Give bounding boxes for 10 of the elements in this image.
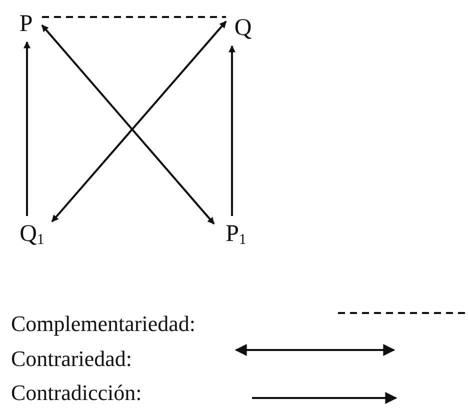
node-label: Q$_{1}$ [20,222,44,248]
legend-label: Complementariedad: [11,313,196,335]
arrow [24,41,30,216]
arrow [228,45,236,216]
legend-label: Contradicción: [11,382,142,404]
node-label: Q [234,16,252,40]
node-label: P$_{1}$ [226,222,246,248]
dashed-line [42,16,226,18]
node-label: P [19,12,33,36]
legend-label: Contrariedad: [11,348,132,370]
